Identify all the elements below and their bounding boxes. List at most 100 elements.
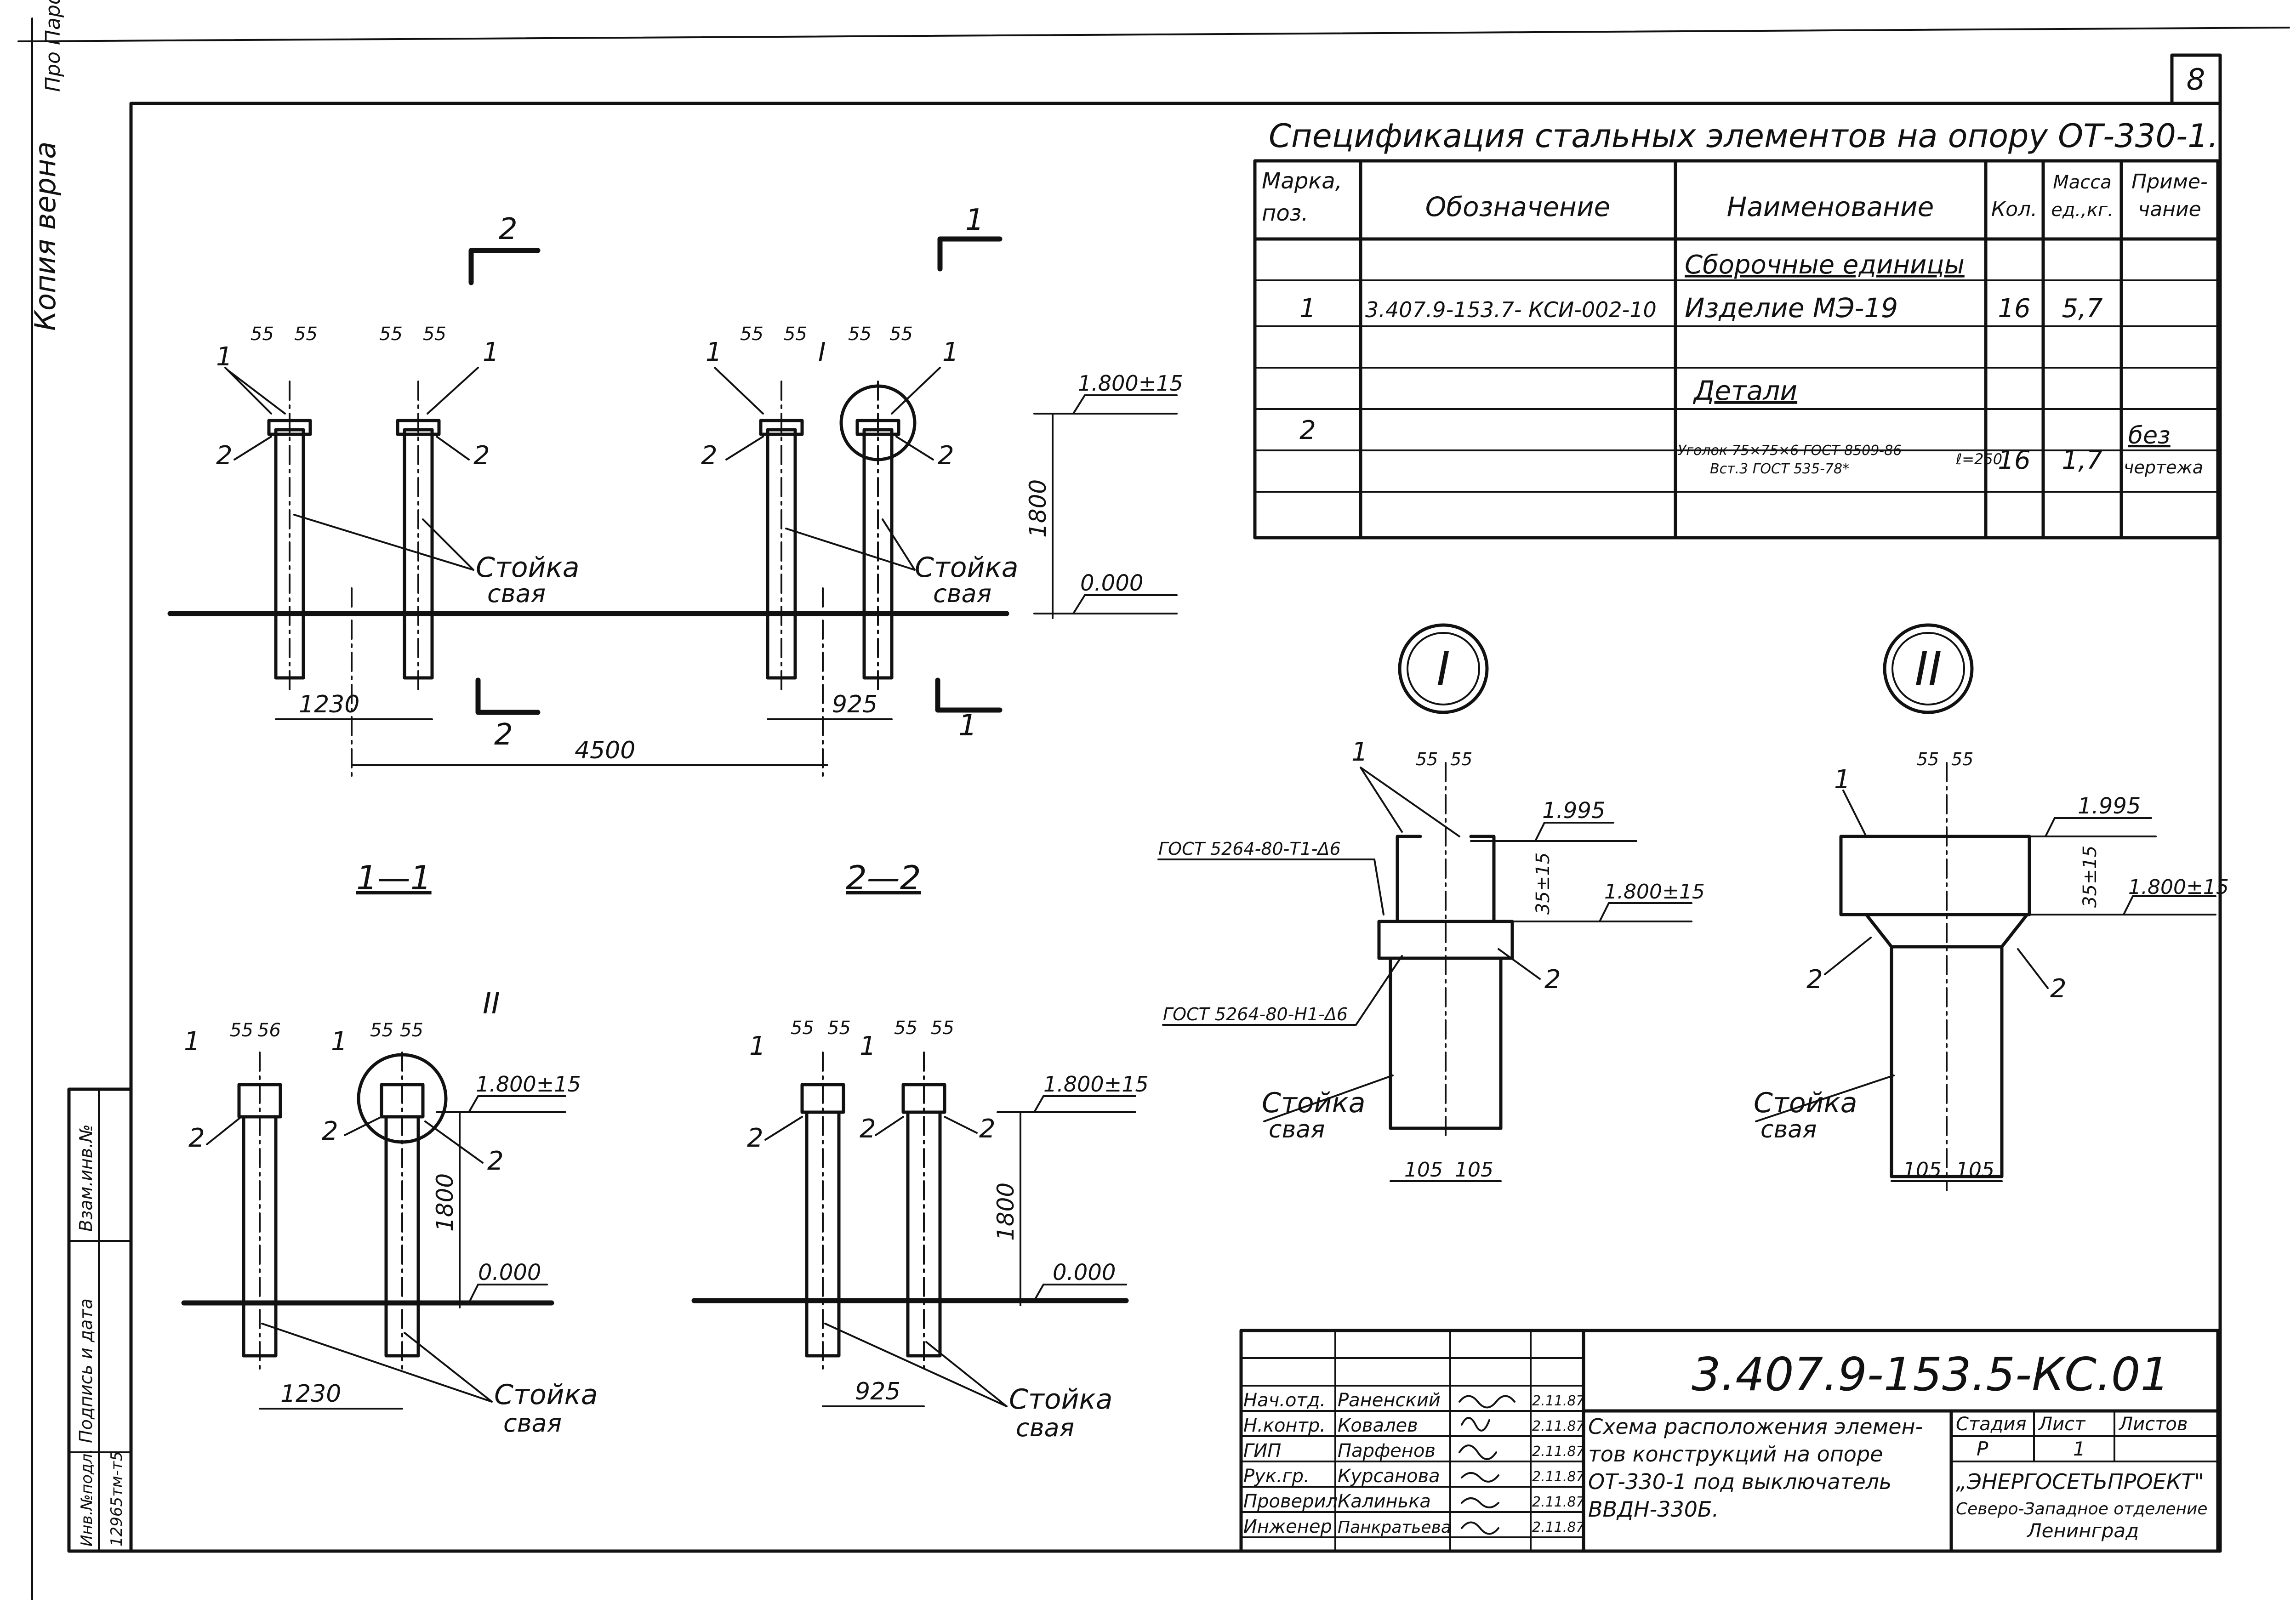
svg-text:105: 105: [1903, 1158, 1942, 1182]
hdr-designation: Обозначение: [1425, 191, 1610, 222]
desc-line-1: Схема расположения элемен-: [1588, 1414, 1923, 1439]
svg-text:105: 105: [1404, 1158, 1443, 1182]
svg-text:1.800±15: 1.800±15: [2128, 876, 2229, 899]
svg-text:1: 1: [216, 342, 233, 372]
org-line-3: Ленинград: [2026, 1519, 2139, 1542]
svg-text:Р: Р: [1977, 1438, 1988, 1460]
svg-text:Проверил: Проверил: [1243, 1491, 1338, 1512]
svg-text:55: 55: [791, 1018, 814, 1039]
svg-text:55: 55: [827, 1018, 851, 1039]
svg-text:2: 2: [322, 1116, 338, 1146]
hdr-note-2: чание: [2138, 198, 2201, 221]
pile-right-2: [839, 381, 917, 690]
pile-right-1: [759, 381, 804, 690]
section-2-2: 2—2 55 55 55 55 1 1 2 2 2 Стойка свая 92…: [691, 859, 1149, 1442]
hdr-mass-1: Масса: [2053, 172, 2112, 193]
section-mark-1-bottom: 1: [935, 677, 1003, 743]
svg-text:свая: свая: [1760, 1116, 1817, 1143]
svg-text:1230: 1230: [299, 691, 359, 718]
hdr-qty: Кол.: [1991, 198, 2037, 221]
svg-text:2: 2: [701, 441, 718, 471]
title-block: 3.407.9-153.5-КС.01 Нач.отд. Н.контр. ГИ…: [1239, 1329, 2220, 1553]
svg-text:свая: свая: [487, 579, 546, 608]
hdr-mark-2: поз.: [1262, 200, 1309, 226]
svg-text:Стойка: Стойка: [1009, 1383, 1113, 1416]
svg-text:2.11.87: 2.11.87: [1532, 1418, 1585, 1434]
svg-text:55: 55: [423, 324, 446, 345]
svg-text:Взам.инв.№: Взам.инв.№: [76, 1124, 96, 1232]
detail-II: II 55 55 1 1.995 35±15 1.800±15 2 2 Стой…: [1754, 623, 2229, 1191]
svg-text:55: 55: [294, 324, 318, 345]
spec-title: Спецификация стальных элементов на опору…: [1269, 117, 2218, 155]
side-stamp: Взам.инв.№ Подпись и дата Инв.№подл. 129…: [67, 1087, 133, 1553]
svg-text:35±15: 35±15: [2080, 846, 2101, 908]
svg-text:Листов: Листов: [2118, 1414, 2188, 1435]
svg-text:Стойка: Стойка: [494, 1379, 598, 1411]
svg-text:2: 2: [473, 441, 490, 471]
copy-verified-note: Копия верна: [28, 142, 62, 331]
row2-note-1: без: [2128, 422, 2171, 449]
svg-text:Н.контр.: Н.контр.: [1243, 1415, 1326, 1436]
weld-note-2: ГОСТ 5264-80-Н1-Δ6: [1163, 1004, 1348, 1024]
drawing-code: 3.407.9-153.5-КС.01: [1692, 1347, 2170, 1401]
hdr-name: Наименование: [1727, 191, 1934, 222]
row2-mark: 2: [1299, 415, 1316, 445]
svg-text:Раненский: Раненский: [1338, 1390, 1441, 1411]
svg-text:2.11.87: 2.11.87: [1532, 1519, 1585, 1535]
row1-name: Изделие МЭ-19: [1685, 292, 1898, 324]
desc-line-4: ВВДН-330Б.: [1588, 1497, 1719, 1522]
callout-I-label: I: [818, 337, 826, 367]
svg-text:1: 1: [1351, 737, 1368, 767]
row2-name-line1: Уголок 75×75×6 ГОСТ 8509-86: [1678, 443, 1902, 459]
drawing-frame: [129, 102, 2222, 1553]
svg-text:56: 56: [257, 1020, 281, 1041]
pile-left-1: [267, 381, 312, 690]
svg-text:0.000: 0.000: [1053, 1260, 1116, 1285]
section-2-2-title: 2—2: [846, 859, 921, 897]
svg-text:1.800±15: 1.800±15: [1604, 880, 1705, 904]
svg-text:2.11.87: 2.11.87: [1532, 1469, 1585, 1485]
row2-name-suffix: ℓ=250: [1955, 450, 2002, 468]
svg-text:55: 55: [230, 1020, 253, 1041]
svg-text:4500: 4500: [575, 737, 635, 764]
svg-text:2.11.87: 2.11.87: [1532, 1393, 1585, 1409]
svg-text:1800: 1800: [432, 1173, 458, 1232]
desc-line-2: тов конструкций на опоре: [1588, 1442, 1883, 1467]
svg-text:55: 55: [894, 1018, 917, 1039]
svg-text:1.995: 1.995: [2078, 793, 2141, 819]
hdr-note-1: Приме-: [2131, 170, 2208, 193]
svg-text:2: 2: [2050, 974, 2067, 1004]
svg-text:2: 2: [938, 441, 954, 471]
svg-text:1800: 1800: [1025, 479, 1051, 538]
row1-qty: 16: [1998, 294, 2030, 324]
svg-text:II: II: [1915, 642, 1942, 696]
svg-text:1230: 1230: [280, 1380, 341, 1408]
svg-text:свая: свая: [503, 1409, 562, 1438]
pile-2-2-left: [800, 1052, 845, 1375]
svg-text:Нач.отд.: Нач.отд.: [1243, 1390, 1326, 1411]
sheet-number-box: [2170, 53, 2222, 105]
svg-text:Стойка: Стойка: [915, 551, 1019, 584]
svg-text:1: 1: [860, 1031, 876, 1061]
svg-text:2: 2: [216, 441, 233, 471]
svg-text:0.000: 0.000: [1080, 570, 1143, 596]
svg-text:105: 105: [1956, 1158, 1994, 1182]
svg-text:1: 1: [184, 1027, 200, 1057]
svg-text:925: 925: [855, 1378, 900, 1405]
svg-text:2: 2: [1806, 965, 1823, 995]
svg-text:Панкратьева: Панкратьева: [1338, 1518, 1451, 1537]
section-1-1: 1—1 II 55 56 55 55 1 1 2 2 2 Стойка свая…: [181, 859, 598, 1438]
svg-text:55: 55: [889, 324, 913, 345]
signatures: [1459, 1395, 1515, 1535]
svg-text:55: 55: [740, 324, 763, 345]
section-mark-1-top: 1: [937, 203, 1003, 272]
svg-text:35±15: 35±15: [1533, 853, 1554, 915]
row1-mass: 5,7: [2062, 294, 2102, 324]
desc-line-3: ОТ-330-1 под выключатель: [1588, 1469, 1891, 1494]
specification-table: Спецификация стальных элементов на опору…: [1253, 117, 2220, 540]
svg-text:55: 55: [370, 1020, 393, 1041]
svg-text:1: 1: [1834, 765, 1851, 795]
org-line-1: „ЭНЕРГОСЕТЬПРОЕКТ": [1956, 1469, 2204, 1494]
sheet-number: 8: [2187, 63, 2205, 97]
